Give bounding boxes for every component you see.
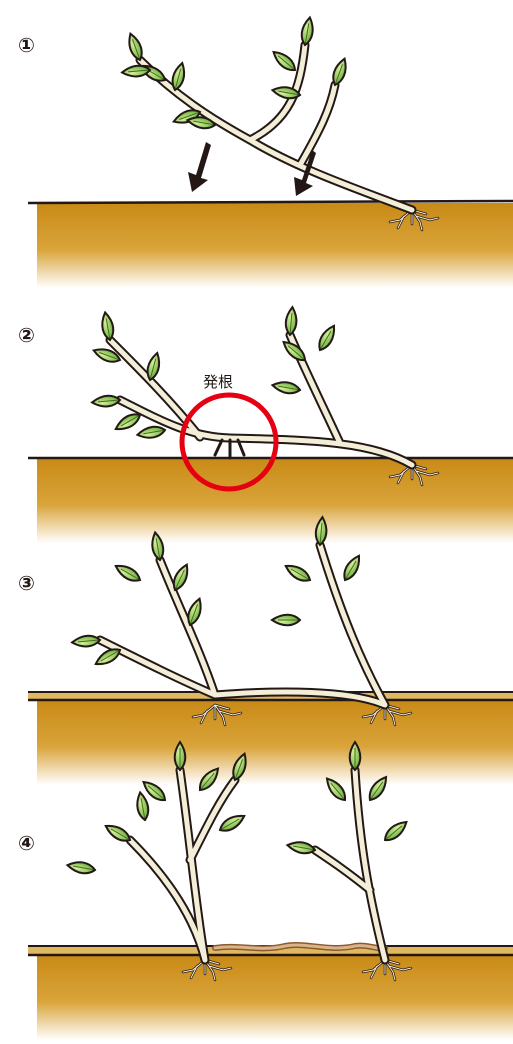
soil-1 <box>37 203 513 288</box>
ground-line-1 <box>28 201 513 203</box>
soil-3 <box>37 700 513 785</box>
step-2-number: ② <box>18 323 35 347</box>
step-2-panel: ② 発根 <box>18 307 513 543</box>
branch-3 <box>100 545 385 705</box>
arrow-down-icon <box>188 142 211 192</box>
step-1-panel: ① <box>18 17 513 288</box>
leaves-1 <box>122 17 350 131</box>
soil-4 <box>37 955 513 1040</box>
step-3-number: ③ <box>18 571 35 595</box>
soil-2 <box>37 458 513 543</box>
new-roots-2 <box>215 440 244 458</box>
step-4-panel: ④ <box>18 742 513 1040</box>
step-4-number: ④ <box>18 831 35 855</box>
step-3-panel: ③ <box>18 517 513 785</box>
rooting-label: 発根 <box>203 373 233 391</box>
step-1-number: ① <box>18 33 35 57</box>
